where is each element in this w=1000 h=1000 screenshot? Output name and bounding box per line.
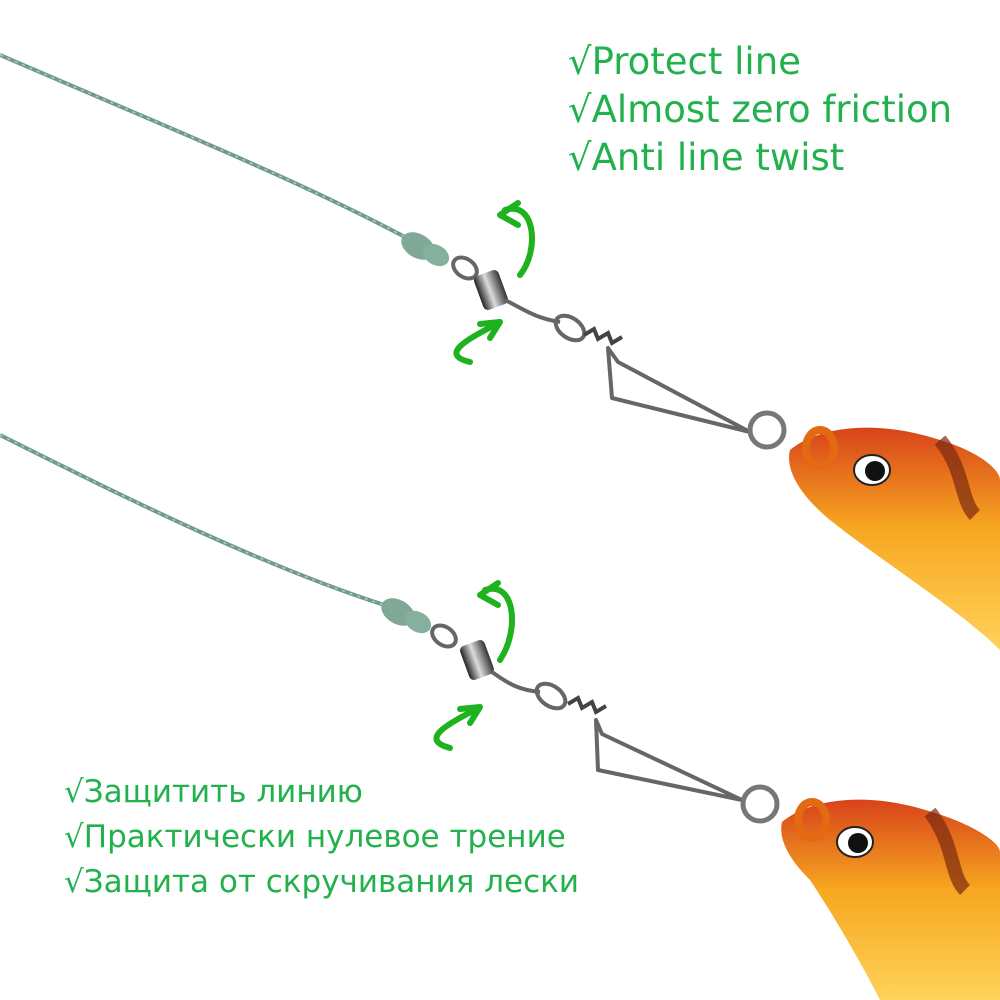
line-knot (381, 598, 432, 634)
feature-anti-twist: √Anti line twist (568, 136, 845, 179)
feature-anti-twist-ru: √Защита от скручивания лески (64, 864, 579, 900)
swivel-barrel (474, 270, 508, 310)
upper-rig (0, 53, 1000, 650)
snap (594, 718, 744, 802)
feature-zero-friction-ru: √Практически нулевое трение (64, 819, 566, 855)
feature-zero-friction: √Almost zero friction (568, 88, 953, 131)
lower-rig (0, 433, 1000, 1000)
split-ring (740, 784, 780, 824)
feature-list-english: √Protect line √Almost zero friction √Ant… (568, 38, 952, 182)
lure (781, 798, 1000, 1000)
feature-protect-line-ru: √Защитить линию (64, 774, 363, 810)
snap (606, 346, 752, 434)
snap-coil (582, 326, 624, 346)
feature-list-russian: √Защитить линию √Практически нулевое тре… (64, 770, 579, 905)
line-knot (401, 232, 450, 267)
snap-coil (566, 695, 608, 715)
braided-line (0, 433, 401, 612)
swivel-eye (430, 623, 458, 649)
split-ring (747, 410, 787, 450)
rotation-arrow-icon (433, 580, 515, 751)
braided-line (0, 53, 421, 247)
swivel-eye (451, 255, 479, 281)
swivel-barrel (460, 640, 494, 680)
feature-protect-line: √Protect line (568, 40, 801, 83)
lure (789, 426, 1000, 650)
rotation-arrow-icon (453, 200, 535, 365)
